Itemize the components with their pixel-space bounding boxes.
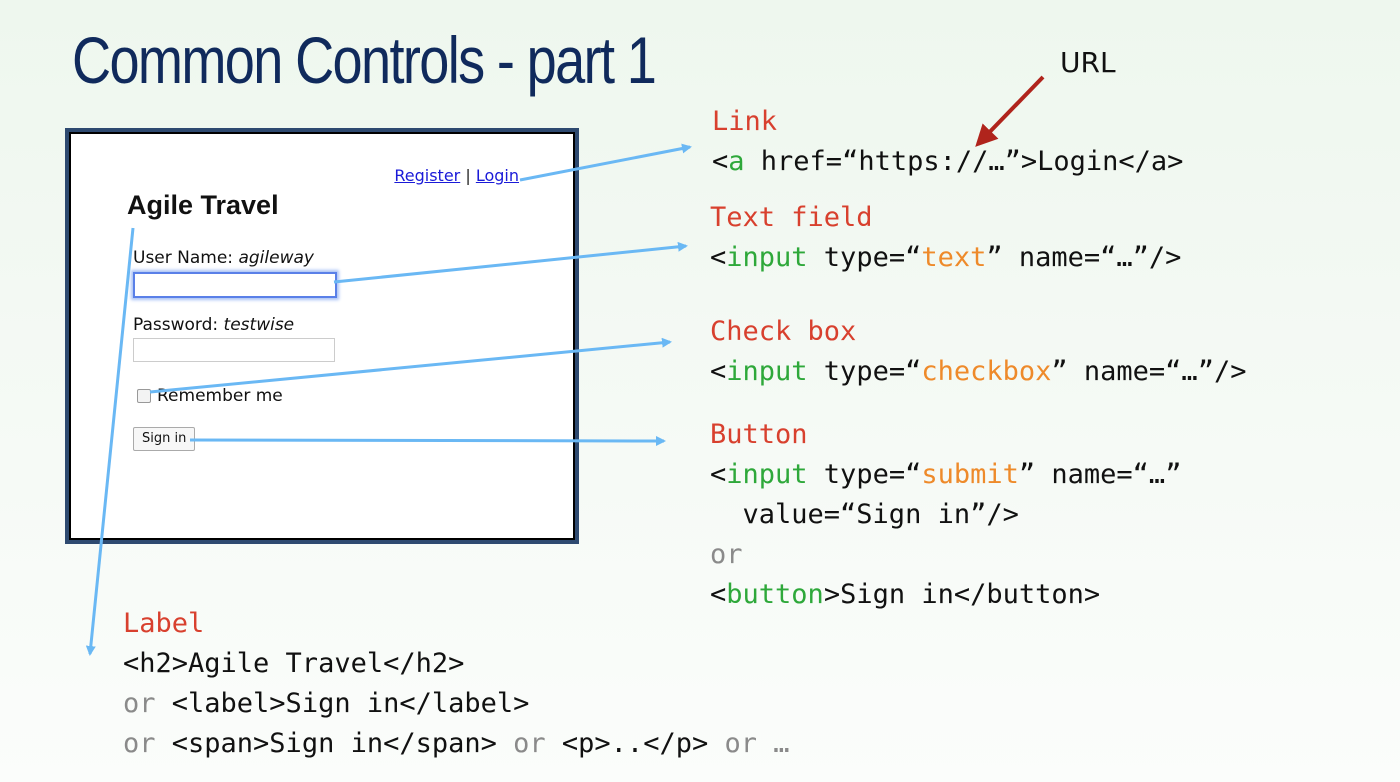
browser-screenshot: Register | Login Agile Travel User Name:… bbox=[65, 128, 579, 544]
link-heading: Link bbox=[712, 106, 778, 137]
button-alt-tag: button bbox=[726, 579, 824, 610]
checkbox-code-mid: type=“ bbox=[807, 356, 922, 387]
link-arrow bbox=[519, 143, 692, 182]
text-field-code-open: < bbox=[710, 242, 727, 273]
link-code-tag: a bbox=[728, 146, 745, 177]
link-code-open: < bbox=[712, 146, 729, 177]
text-field-code-mid: type=“ bbox=[807, 242, 922, 273]
label-heading: Label bbox=[123, 608, 205, 639]
text-field-annotation: Text field <input type=“text” name=“…”/> bbox=[710, 198, 1181, 278]
label-or-4: or bbox=[724, 728, 757, 759]
username-hint: agileway bbox=[238, 248, 314, 268]
button-or: or bbox=[710, 539, 743, 570]
button-code-type: submit bbox=[921, 459, 1019, 490]
label-or-3: or bbox=[513, 728, 546, 759]
button-alt-rest: >Sign in</button> bbox=[823, 579, 1101, 610]
text-field-code-rest: ” name=“…”/> bbox=[986, 242, 1182, 273]
checkbox-code-type: checkbox bbox=[921, 356, 1052, 387]
label-arrow bbox=[85, 227, 135, 656]
button-code-value: value=“Sign in”/> bbox=[710, 499, 1019, 530]
text-field-code-tag: input bbox=[726, 242, 808, 273]
label-code-label: <label>Sign in</label> bbox=[155, 688, 530, 719]
password-label-text: Password: bbox=[133, 315, 219, 335]
checkbox-heading: Check box bbox=[710, 316, 857, 347]
browser-viewport: Register | Login Agile Travel User Name:… bbox=[69, 132, 575, 540]
button-annotation: Button <input type=“submit” name=“…” val… bbox=[710, 415, 1181, 615]
slide-title: Common Controls - part 1 bbox=[72, 23, 657, 97]
checkbox-arrow bbox=[149, 337, 672, 394]
site-title: Agile Travel bbox=[127, 190, 279, 220]
checkbox-code-open: < bbox=[710, 356, 727, 387]
nav-links: Register | Login bbox=[394, 166, 519, 185]
button-code-rest: ” name=“…” bbox=[1018, 459, 1182, 490]
label-code-h2: <h2>Agile Travel</h2> bbox=[123, 648, 465, 679]
remember-checkbox[interactable] bbox=[137, 389, 151, 403]
label-ellipsis: … bbox=[756, 728, 790, 759]
link-code-rest: href=“https://…”>Login</a> bbox=[744, 146, 1184, 177]
label-annotation: Label <h2>Agile Travel</h2> or <label>Si… bbox=[123, 604, 790, 764]
button-heading: Button bbox=[710, 419, 808, 450]
password-input[interactable] bbox=[133, 338, 335, 362]
username-label: User Name: agileway bbox=[133, 248, 314, 268]
label-code-span: <span>Sign in</span> bbox=[155, 728, 514, 759]
username-input[interactable] bbox=[133, 272, 337, 298]
remember-me: Remember me bbox=[137, 386, 283, 406]
username-label-text: User Name: bbox=[133, 248, 234, 268]
checkbox-code-tag: input bbox=[726, 356, 808, 387]
text-field-arrow bbox=[333, 241, 688, 284]
button-code-tag: input bbox=[726, 459, 808, 490]
password-label: Password: testwise bbox=[133, 315, 294, 335]
checkbox-code-rest: ” name=“…”/> bbox=[1051, 356, 1247, 387]
label-or-1: or bbox=[123, 688, 156, 719]
checkbox-annotation: Check box <input type=“checkbox” name=“…… bbox=[710, 312, 1246, 392]
button-code-mid: type=“ bbox=[807, 459, 922, 490]
text-field-code-type: text bbox=[921, 242, 987, 273]
remember-label: Remember me bbox=[157, 386, 283, 406]
text-field-heading: Text field bbox=[710, 202, 873, 233]
login-link[interactable]: Login bbox=[475, 166, 519, 185]
password-hint: testwise bbox=[223, 315, 295, 335]
link-annotation: Link <a href=“https://…”>Login</a> bbox=[712, 102, 1183, 182]
button-alt-open: < bbox=[710, 579, 727, 610]
nav-separator: | bbox=[465, 166, 471, 185]
url-label: URL bbox=[1060, 46, 1116, 79]
label-or-2: or bbox=[123, 728, 156, 759]
register-link[interactable]: Register bbox=[394, 166, 461, 185]
button-arrow bbox=[189, 435, 666, 446]
button-code-open: < bbox=[710, 459, 727, 490]
label-code-p: <p>..</p> bbox=[545, 728, 725, 759]
sign-in-button[interactable]: Sign in bbox=[133, 427, 196, 451]
url-arrow bbox=[975, 75, 1045, 147]
